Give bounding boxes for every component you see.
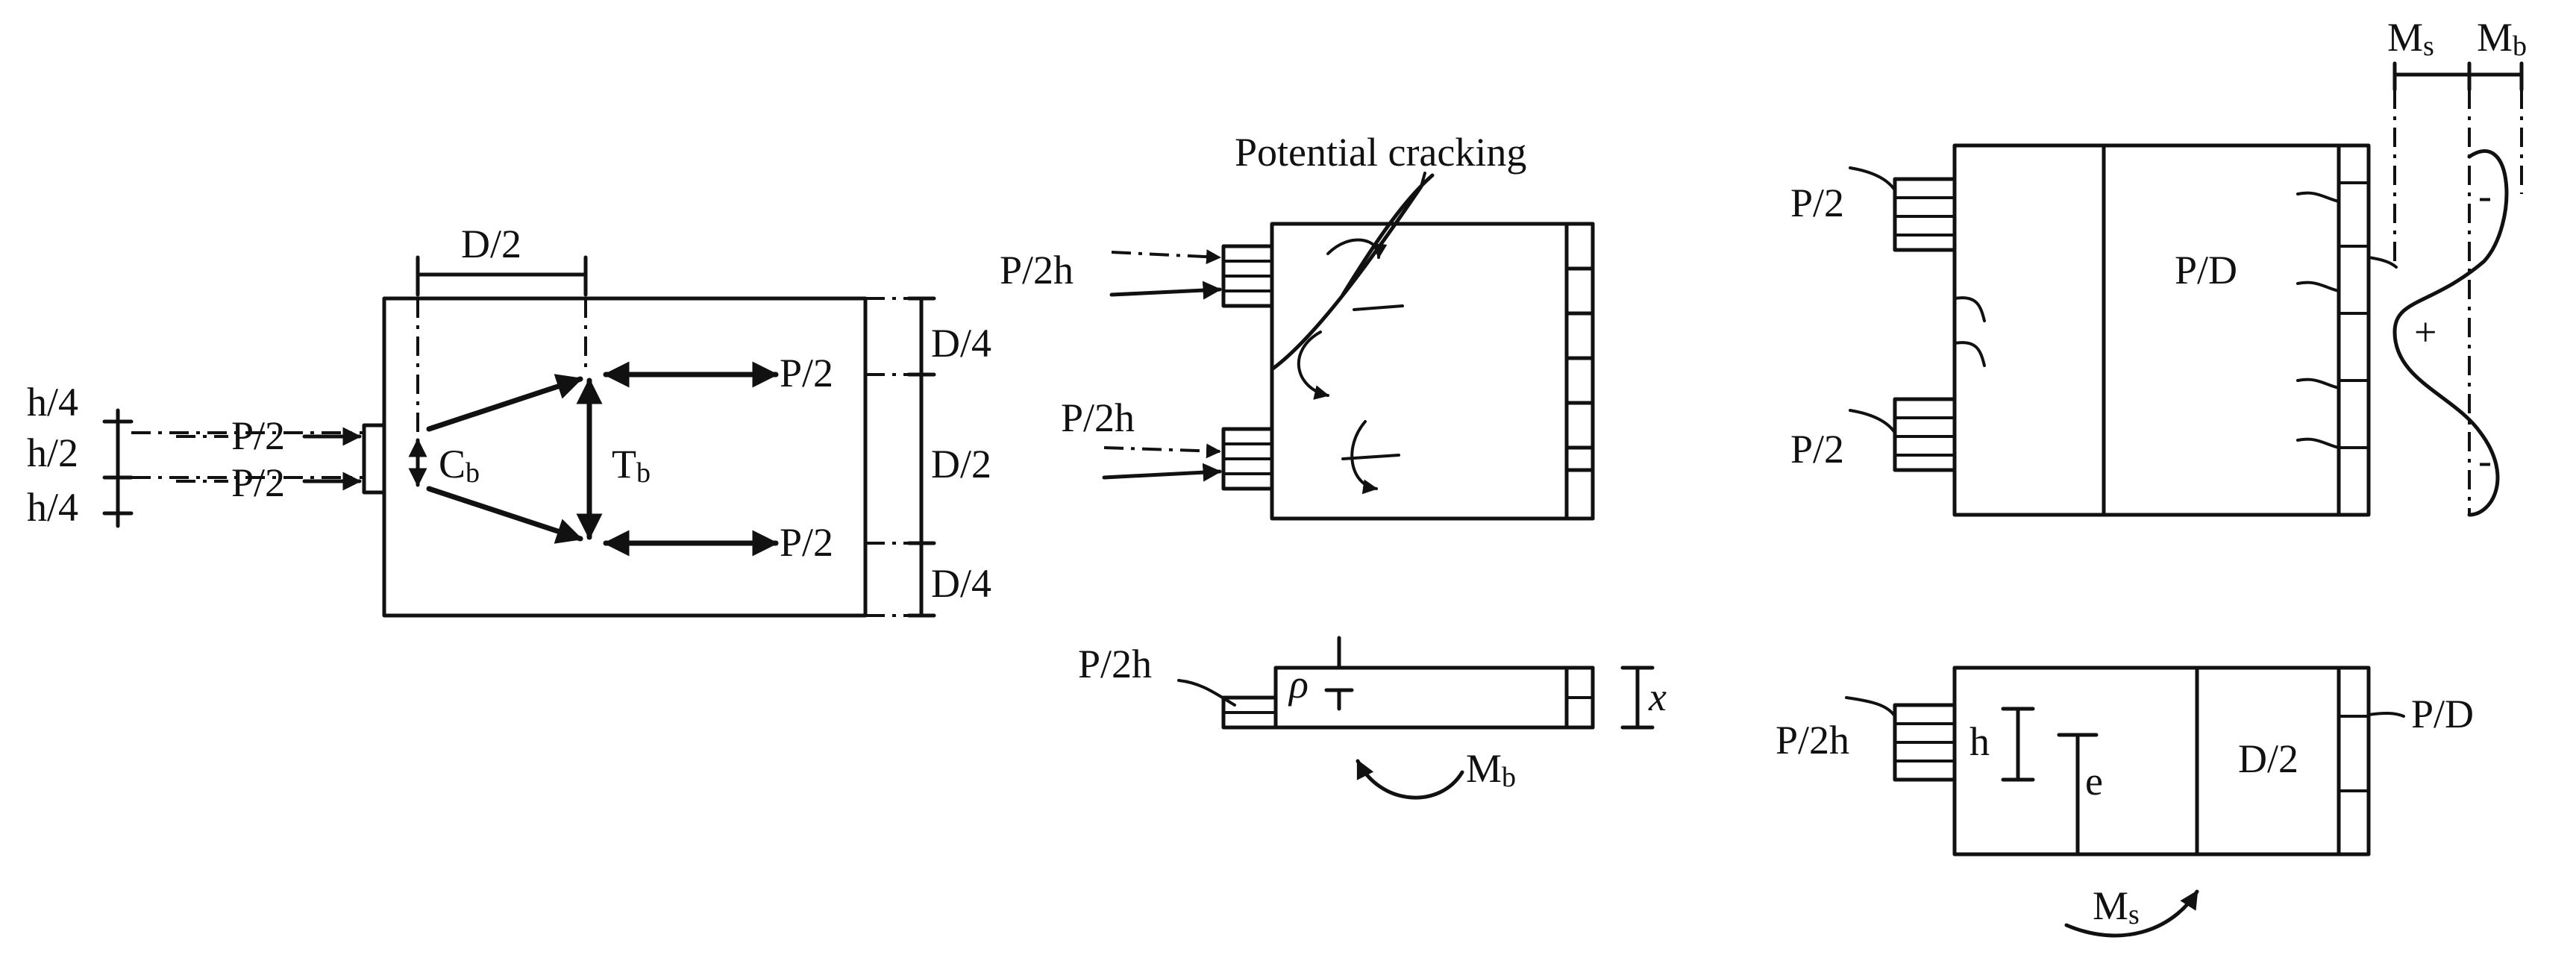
label-ms: Ms: [2093, 883, 2140, 930]
label-p2h-lower: P/2h: [1061, 395, 1135, 440]
strip-body: [1273, 666, 1595, 730]
panel-moment-diagram: Ms Mb + - -: [2387, 15, 2527, 517]
label-h4-top: h/4: [27, 380, 78, 425]
label-minus-lower: -: [2478, 438, 2492, 483]
panel-potential-cracking: Potential cracking P/2h P/2h: [1000, 130, 1595, 521]
label-d4-top: D/4: [931, 321, 991, 366]
edge-cell-2: [1564, 311, 1595, 360]
label-p2-load-upper: P/2: [231, 413, 285, 458]
edge-cell-1: [1564, 222, 1595, 271]
label-x: x: [1648, 674, 1667, 719]
label-p2-load-lower: P/2: [231, 460, 285, 505]
moment-curve: [2392, 149, 2509, 517]
compression-strut-lower: [426, 486, 583, 544]
label-d2-ms: D/2: [2238, 736, 2298, 781]
edge-cell-4: [1564, 468, 1595, 521]
label-plus: +: [2414, 310, 2436, 354]
ms-moment-arrow: [2064, 889, 2199, 938]
crack-line: [1270, 184, 1423, 372]
label-d2-side: D/2: [931, 442, 991, 486]
label-pd-ms: P/D: [2411, 692, 2474, 736]
label-p2h-ms: P/2h: [1776, 718, 1849, 763]
mb-moment-arrow: [1356, 759, 1464, 800]
label-d2-top: D/2: [461, 222, 521, 266]
label-tb: Tb: [612, 442, 651, 489]
crack-leader: [1420, 172, 1426, 188]
label-rho: ρ: [1288, 662, 1309, 707]
label-mb: Mb: [1466, 746, 1516, 793]
crack-rotation-upper: [1326, 238, 1388, 259]
label-p2h-strip: P/2h: [1078, 642, 1152, 686]
cracking-block: [1270, 222, 1595, 521]
label-potential-cracking: Potential cracking: [1235, 130, 1526, 175]
label-p2h-upper: P/2h: [1000, 248, 1074, 292]
label-minus-upper: -: [2478, 173, 2492, 218]
label-h2: h/2: [27, 430, 78, 475]
label-cb: Cb: [439, 442, 480, 489]
label-p2-resultant-upper: P/2: [780, 351, 833, 395]
bearing-block: [1952, 143, 2371, 517]
label-e: e: [2085, 759, 2103, 804]
edge-cell-3: [1564, 401, 1595, 450]
label-h: h: [1969, 719, 1990, 764]
label-d4-bottom: D/4: [931, 561, 991, 606]
panel-bearing-distribution: P/2 P/2 P/D: [1790, 143, 2398, 517]
label-h4-bottom: h/4: [27, 485, 78, 530]
compression-strut-upper: [426, 374, 583, 432]
label-pd-upper: P/D: [2175, 248, 2237, 292]
panel-strut-tie-model: h/4 h/2 h/4 P/2 P/2 D/2 Cb Tb P/2 P/2: [27, 222, 991, 618]
label-p2-resultant-lower: P/2: [780, 520, 833, 565]
crack-rotation-lower: [1350, 420, 1378, 495]
crack-rotation-mid: [1297, 331, 1329, 400]
label-p2-upper-plate: P/2: [1790, 181, 1844, 225]
label-ms-top: Ms: [2387, 15, 2434, 62]
bearing-plate: [362, 423, 386, 495]
label-mb-top: Mb: [2477, 15, 2527, 62]
panel-mb-strip: P/2h ρ x Mb: [1078, 636, 1667, 800]
panel-ms-block: P/2h h e D/2 P/D Ms: [1776, 666, 2474, 938]
label-p2-lower-plate: P/2: [1790, 427, 1844, 472]
